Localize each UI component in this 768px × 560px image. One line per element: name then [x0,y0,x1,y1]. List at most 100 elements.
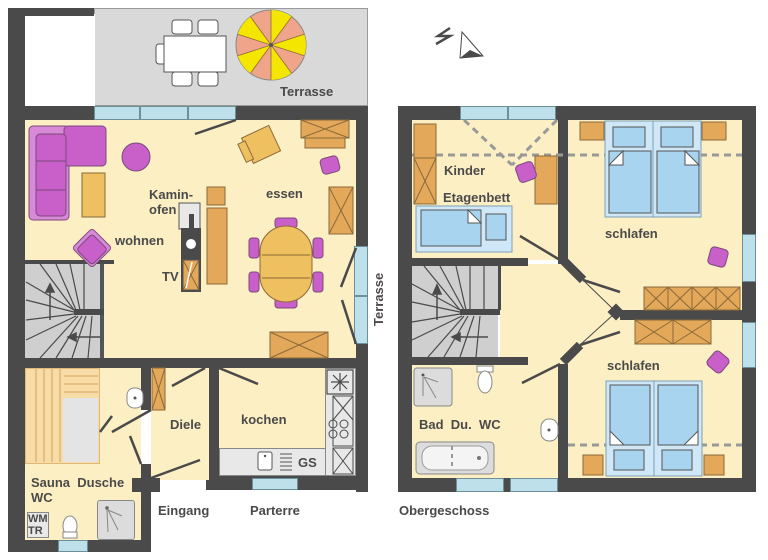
nightstand-icon [579,121,605,141]
sink-icon [540,418,559,442]
dining-label: essen [266,186,303,201]
terrace-side-label: Terrasse [371,272,386,326]
bedroom2-label: schlafen [607,358,660,373]
window [188,106,236,120]
stove-icon [328,395,354,475]
terrace-top-area [94,8,368,106]
wall [8,8,94,16]
bunk-bed-icon [415,205,513,253]
door-swings [99,118,358,480]
fireplace-label-1: Kamin- [149,187,194,202]
fireplace-label-2: ofen [149,202,177,217]
wardrobe-icon [413,123,437,205]
kids-label-2: Etagenbett [443,190,511,205]
bedroom1-label: schlafen [605,226,658,241]
sink-icon [126,387,144,409]
wall [412,357,528,365]
window [58,540,88,552]
kids-label-1: Kinder [444,163,486,178]
cabinet-icon [328,186,354,235]
door-swings [519,234,621,385]
sauna-label-2: WC [31,490,53,505]
ground-floor-title: Parterre [250,503,300,518]
laundry-label-2: TR [28,525,43,537]
terrace-blank-corner [25,14,95,106]
tv-icon [182,259,200,291]
window [94,106,140,120]
low-cabinet-icon [269,331,329,359]
window [252,478,298,490]
hall-label: Diele [170,417,202,432]
stair-treads [411,265,485,358]
kids-desk-icon [534,155,558,205]
desk-icon [300,119,350,149]
compass-north-icon [433,26,485,59]
sideboard-icon [206,186,226,206]
shower-spray-icon [105,506,123,533]
nightstand-icon [582,454,604,476]
double-bed-icon [604,120,702,218]
stair-direction-arrow [44,282,100,343]
entrance-label: Eingang [158,503,210,518]
nightstand-icon [703,454,725,476]
kitchen-label: kochen [241,412,287,427]
toilet-icon [62,515,78,539]
sideboard-icon [206,207,228,285]
fridge-icon [326,369,354,395]
stair-direction-arrow [431,283,488,343]
nightstand-icon [701,121,727,141]
armchair-icon [72,228,112,268]
door-openings [579,279,615,346]
window [508,106,556,120]
wall [620,310,742,320]
kids-chair-icon [515,161,537,183]
terrace-top-label: Terrasse [280,84,334,99]
upper-floor-title: Obergeschoss [399,503,490,518]
sofa-icon [28,125,107,221]
living-room-label: wohnen [115,233,165,248]
wall [558,120,568,264]
sauna-label-1: Sauna Dusche [31,475,125,490]
wall [398,106,412,492]
wall [141,368,151,410]
shower-tray [413,367,453,407]
wall [558,364,568,478]
shower-tray [97,500,135,540]
window [742,234,756,282]
coat-cabinet-icon [151,367,166,411]
toilet-icon [476,365,494,394]
wall [141,478,151,552]
window [460,106,508,120]
wall [412,258,528,266]
parasol-icon [235,9,307,81]
laundry-label-1: WM [28,513,48,525]
window [742,322,756,368]
wall [25,358,356,368]
bedroom-chair-icon [706,350,730,374]
dishwasher-label: GS [298,455,317,470]
bath-label: Bad Du. WC [419,417,501,432]
dining-table-icon [248,217,324,309]
kitchen-sink-icon [257,451,292,471]
wall [8,8,25,552]
pouf-icon [121,142,151,172]
window [456,478,504,492]
bathtub-icon [415,441,495,475]
wall [742,106,756,492]
sauna-slats [35,368,98,462]
wall [209,368,219,490]
sauna-bench [63,398,98,462]
window [510,478,558,492]
reading-chair-icon [237,124,282,165]
terrace-table-icon [155,19,227,87]
office-chair-icon [319,155,341,175]
tv-label: TV [162,269,179,284]
angled-walls [559,256,587,366]
wall [141,464,151,480]
double-bed-icon [605,380,703,477]
wall [132,478,160,492]
bedroom-chair-icon [707,246,729,268]
wall [25,260,114,264]
laundry-box [27,512,49,538]
